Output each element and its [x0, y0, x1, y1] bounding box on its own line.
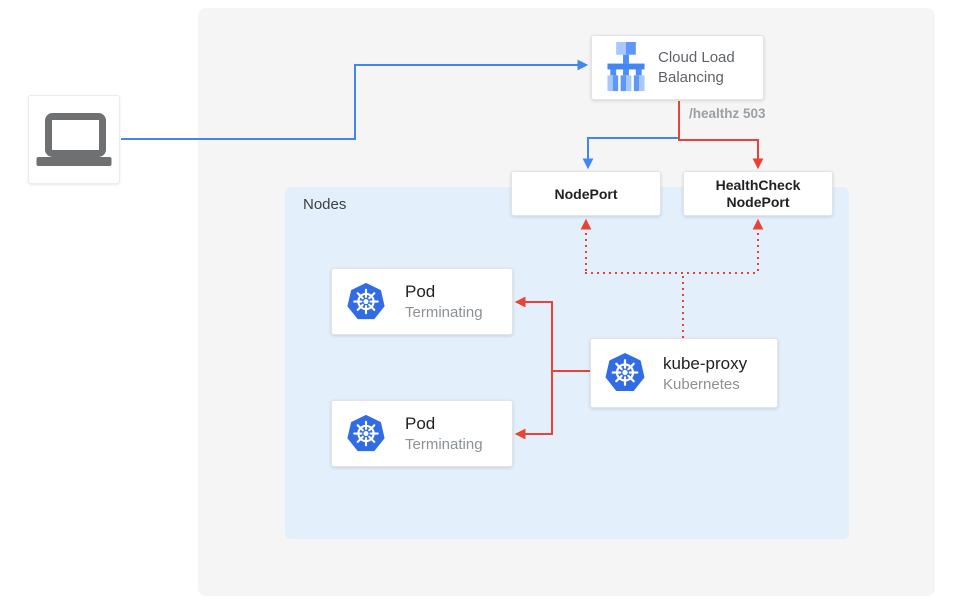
- cloud-load-balancing-node: Cloud Load Balancing: [591, 35, 764, 100]
- kube-proxy-subtitle: Kubernetes: [663, 375, 740, 393]
- nodeport-node: NodePort: [511, 171, 661, 216]
- cloud-load-balancing-icon: [607, 42, 645, 93]
- cloud-load-balancing-label: Cloud Load Balancing: [658, 48, 735, 86]
- pod-title: Pod: [405, 414, 436, 433]
- client-laptop-node: [28, 95, 120, 184]
- kubernetes-icon: [345, 413, 387, 455]
- pod-title: Pod: [405, 282, 436, 301]
- nodes-panel-label: Nodes: [303, 196, 347, 213]
- pod-node-2: Pod Terminating: [331, 400, 513, 467]
- kube-proxy-title: kube-proxy: [663, 353, 748, 373]
- kubernetes-icon: [345, 281, 387, 323]
- pod-status: Terminating: [405, 436, 483, 453]
- pod-status: Terminating: [405, 304, 483, 321]
- nodeport-label: NodePort: [554, 185, 618, 202]
- kubernetes-icon: [603, 351, 647, 395]
- pod-node-1: Pod Terminating: [331, 268, 513, 335]
- healthcheck-nodeport-label: HealthCheck NodePort: [715, 176, 801, 210]
- healthz-status-label: /healthz 503: [689, 106, 766, 121]
- healthcheck-nodeport-node: HealthCheck NodePort: [683, 171, 833, 216]
- kube-proxy-node: kube-proxy Kubernetes: [590, 338, 778, 408]
- laptop-icon: [36, 113, 112, 167]
